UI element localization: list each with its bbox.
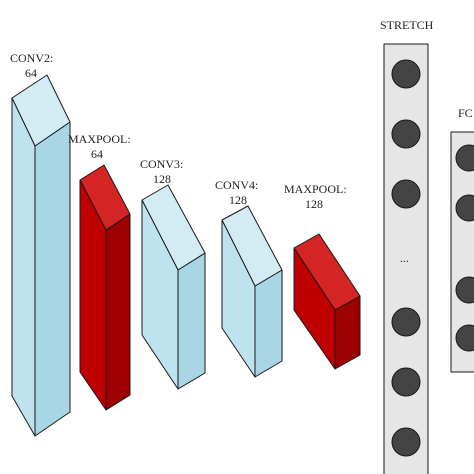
stretch-neuron [391, 179, 421, 209]
maxpool1-block: MAXPOOL: 64 [68, 132, 131, 411]
conv2-block-side [34, 121, 71, 437]
maxpool1-label-value: 64 [91, 147, 103, 161]
stretch-ellipsis: ... [400, 251, 409, 265]
conv3-block: CONV3: 128 [140, 157, 206, 390]
conv2-block-front [11, 97, 36, 437]
conv4-block-front [221, 219, 256, 378]
fc-neuron [455, 276, 474, 304]
maxpool1-block-side [105, 213, 131, 411]
conv4-label-value: 128 [229, 193, 247, 207]
fc-neuron [455, 194, 474, 222]
maxpool2-label-value: 128 [305, 197, 323, 211]
maxpool2-block: MAXPOOL: 128 [284, 182, 361, 370]
stretch-title: STRETCH [380, 18, 434, 32]
maxpool2-label-name: MAXPOOL: [284, 182, 347, 196]
fc-column [450, 131, 474, 373]
conv2-block: CONV2: 64 [10, 51, 71, 437]
stretch-neuron [391, 427, 421, 457]
stretch-neuron [391, 119, 421, 149]
fc-neuron [455, 144, 474, 172]
conv2-label-value: 64 [25, 66, 37, 80]
conv2-label-name: CONV2: [10, 51, 53, 65]
maxpool1-block-front [79, 179, 107, 411]
fc-neuron [455, 324, 474, 352]
stretch-column [383, 43, 429, 474]
stretch-neuron [391, 59, 421, 89]
conv4-label-name: CONV4: [215, 178, 258, 192]
conv3-label-value: 128 [153, 172, 171, 186]
stretch-neuron [391, 367, 421, 397]
conv3-block-front [141, 199, 179, 390]
maxpool2-block-front [293, 247, 336, 370]
conv4-block: CONV4: 128 [215, 178, 283, 378]
stretch-neuron [391, 307, 421, 337]
conv3-block-side [177, 252, 206, 390]
fc-title: FC [458, 106, 473, 120]
conv3-label-name: CONV3: [140, 157, 183, 171]
fc-layer: FC [450, 106, 474, 373]
conv4-block-side [254, 269, 283, 378]
stretch-layer: STRETCH ... [380, 18, 434, 474]
maxpool1-label-name: MAXPOOL: [68, 132, 131, 146]
